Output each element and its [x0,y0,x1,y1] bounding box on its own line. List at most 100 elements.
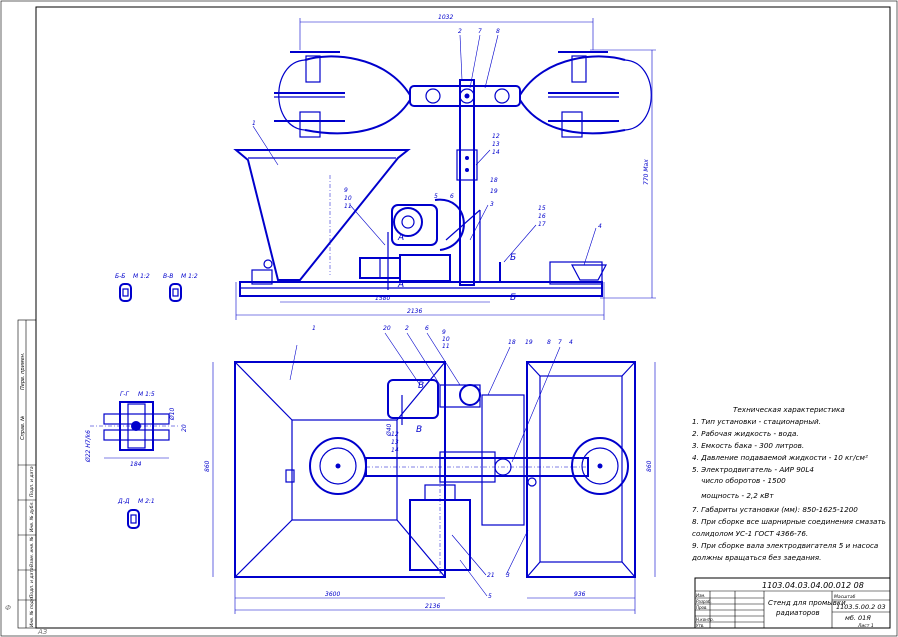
callout-plan-14: 14 [391,447,399,454]
callout-front-8: 8 [496,28,500,35]
right-clamp-ring [571,437,629,495]
note-line-2: 2. Рабочая жидкость - вода. [692,429,799,438]
section-label-gg: Г-Г [120,391,130,398]
dim-sec-width: 184 [130,461,142,468]
title-sheet: Лист 1 [857,623,874,629]
note-line-6: число оборотов - 1500 [692,476,786,485]
plan-view: В В 860 3600 2136 936 860 Ø40 1 20 2 6 9… [204,325,656,614]
section-scale-dd: М 2:1 [138,498,155,505]
callout-plan-18: 18 [508,339,516,346]
dim-sec-20: 20 [181,424,188,432]
title-name: Стенд для промывки [768,599,846,607]
note-line-1: 1. Тип установки - стационарный. [692,417,821,426]
tank-4-front [571,264,607,281]
dim-front-height: 770 Max [643,159,650,185]
dim-overall-2136: 2136 [407,308,422,315]
callout-front-7: 7 [478,28,482,35]
callout-plan-4: 4 [569,339,573,346]
note-line-7: мощность - 2,2 кВт [692,491,774,500]
note-line-4: 4. Давление подаваемой жидкости - 10 кг/… [692,453,868,462]
section-label-dd: Д-Д [117,498,130,505]
pump-body [391,204,438,246]
stamp-label-7: Инв. № подл. [29,596,35,627]
callout-plan-19: 19 [525,339,533,346]
cut-mark-b: Б [510,253,516,263]
title-name-2: радиаторов [775,609,820,617]
section-label-bb: Б-Б [115,273,125,280]
callout-front-14: 14 [492,149,500,156]
note-line-12: должны вращаться без заедания. [691,553,821,562]
callout-plan-12: 12 [391,431,399,438]
callout-plan-21: 21 [487,572,495,579]
title-sheet-code: 1103.5.00.2 03 [836,603,886,611]
callout-front-16: 16 [538,213,546,220]
tank-plan [526,361,636,578]
front-view: 1032 770 Max [233,14,656,320]
dim-hole-d40: Ø40 [386,423,393,437]
stamp-label-5: Взам. инв. № [29,536,35,567]
callout-plan-13: 13 [391,439,399,446]
side-stamp: Перв. примен. Справ. № Подп. и дата Инв.… [17,319,37,629]
cut-mark-v-2: В [416,425,422,435]
stamp-label-6: Подп. и дата [29,567,35,598]
callout-front-1: 1 [252,120,256,127]
corner-mark: Ф [5,604,11,612]
base-frame [239,281,603,297]
section-scale-gg: М 1:5 [138,391,155,398]
title-sign-2: Разраб. [696,599,712,604]
dim-base-1580: 1580 [375,295,390,302]
note-line-11: 9. При сборке вала электродвигателя 5 и … [692,541,878,550]
dim-sec-d22: Ø22 H7/k6 [85,430,92,463]
cut-mark-a: А [397,233,404,243]
callout-front-13: 13 [492,141,500,148]
section-scale-vv: М 1:2 [181,273,198,280]
hopper-plan [234,361,446,578]
callout-front-5: 5 [434,193,438,200]
title-sign-3: Пров. [696,605,708,610]
title-block: 1103.04.03.04.00.012 08 Стенд для промыв… [694,577,891,629]
stamp-label-3: Подп. и дата [29,466,35,497]
callout-front-9: 9 [344,187,348,194]
cut-mark-a-2: А [397,280,404,290]
callout-plan-6: 6 [425,325,429,332]
dim-plan-height: 860 [204,460,211,472]
cut-mark-v: В [418,381,424,391]
dim-top-width: 1032 [438,14,453,21]
callout-plan-10: 10 [442,336,450,343]
note-line-8: 7. Габариты установки (мм): 850-1625-120… [692,505,858,514]
callout-plan-7: 7 [558,339,562,346]
title-sign-4: Н.контр. [696,617,714,622]
section-scale-bb: М 1:2 [133,273,150,280]
callout-plan-9: 9 [442,329,446,336]
dim-right-width: 936 [574,591,586,598]
note-line-9: 8. При сборке все шарнирные соединения с… [692,517,886,526]
callout-front-10: 10 [344,195,352,202]
section-b-b: Б-Б М 1:2 [115,273,150,302]
corner-mark-2: АЗ [37,628,48,636]
callout-front-3: 3 [490,201,494,208]
stamp-label-2: Справ. № [20,416,26,440]
callout-plan-20: 20 [383,325,391,332]
title-scale: Масштаб [834,594,856,600]
section-g-g: Г-Г М 1:5 184 Ø22 H7/k6 Ø10 20 [85,391,188,468]
callout-front-17: 17 [538,221,546,228]
section-v-v: В-В М 1:2 [163,273,198,302]
dim-sec-d10: Ø10 [169,407,176,421]
dim-right-height: 860 [646,460,653,472]
callout-front-18: 18 [490,177,498,184]
note-line-5: 5. Электродвигатель - АИР 90L4 [692,465,814,474]
technical-notes: Техническая характеристика 1. Тип устано… [691,405,886,562]
column [459,79,475,286]
section-d-d: Д-Д М 2:1 [117,498,155,529]
callout-front-19: 19 [490,188,498,195]
sheet-inner-frame [35,6,891,629]
notes-heading: Техническая характеристика [733,405,845,414]
section-label-vv: В-В [163,273,173,280]
title-org: мб. 01Я [845,614,871,622]
cut-mark-b-2: Б [510,293,516,303]
dim-plan-overall: 2136 [425,603,440,610]
title-code: 1103.04.03.04.00.012 08 [762,581,864,590]
callout-plan-5: 5 [488,593,492,600]
title-sign-1: Изм. [696,593,705,598]
